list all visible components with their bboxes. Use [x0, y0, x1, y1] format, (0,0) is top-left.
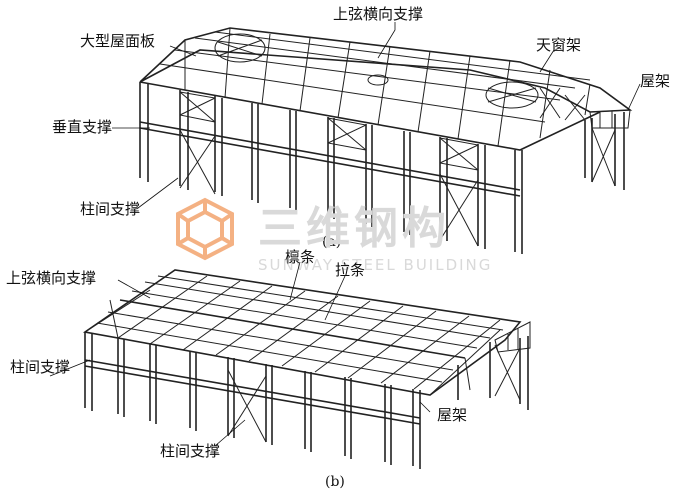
label-b-upper-chord-bracing: 上弦横向支撑: [6, 269, 96, 287]
caption-a: (a): [322, 234, 341, 250]
figure-a-columns: [139, 82, 625, 254]
label-a-roof-panel: 大型屋面板: [80, 32, 155, 50]
watermark-brand-en: SUNWAY STEEL BUILDING: [258, 256, 492, 274]
figure-a-vertical-bracing: [179, 91, 479, 171]
figure-b-columns: [84, 332, 529, 469]
figure-b-column-bracing: [227, 344, 521, 443]
figure-a-column-bracing: [179, 127, 616, 247]
watermark-logo-icon: [176, 197, 234, 261]
figure-b-crane-beam: [84, 359, 421, 425]
figure-b-end-truss: [494, 321, 531, 353]
label-a-roof-truss: 屋架: [640, 72, 670, 90]
watermark: 三维钢构 SUNWAY STEEL BUILDING: [176, 197, 492, 274]
label-b-roof-truss: 屋架: [437, 406, 467, 424]
figure-a-skylight-bracing: [214, 33, 539, 109]
figure-b-building: [82, 269, 531, 469]
label-b-column-bracing-bottom: 柱间支撑: [160, 442, 220, 460]
figure-b-roof-grid: [96, 275, 504, 390]
caption-b: (b): [325, 474, 345, 490]
label-a-vertical-bracing: 垂直支撑: [52, 118, 112, 136]
figure-a-crane-beam: [139, 121, 521, 197]
figure-b-upper-chord-bracing: [84, 289, 501, 396]
figure-a-front-eave: [139, 81, 601, 151]
figure-a-skylight-truss: [539, 87, 586, 121]
label-a-skylight-frame: 天窗架: [536, 36, 581, 54]
figure-a-building: [139, 27, 633, 254]
figure-a-roof-grid: [159, 27, 591, 147]
figure-b-leaders: [49, 261, 431, 447]
label-a-upper-chord-bracing: 上弦横向支撑: [333, 5, 423, 23]
label-b-purlin: 檩条: [285, 248, 315, 266]
label-b-tie-bar: 拉条: [335, 261, 365, 279]
label-b-column-bracing-left: 柱间支撑: [10, 358, 70, 376]
watermark-brand-cn: 三维钢构: [258, 203, 450, 254]
figure-a-end-truss: [589, 109, 631, 129]
figure-a-leaders: [112, 22, 641, 209]
label-a-column-bracing: 柱间支撑: [80, 200, 140, 218]
